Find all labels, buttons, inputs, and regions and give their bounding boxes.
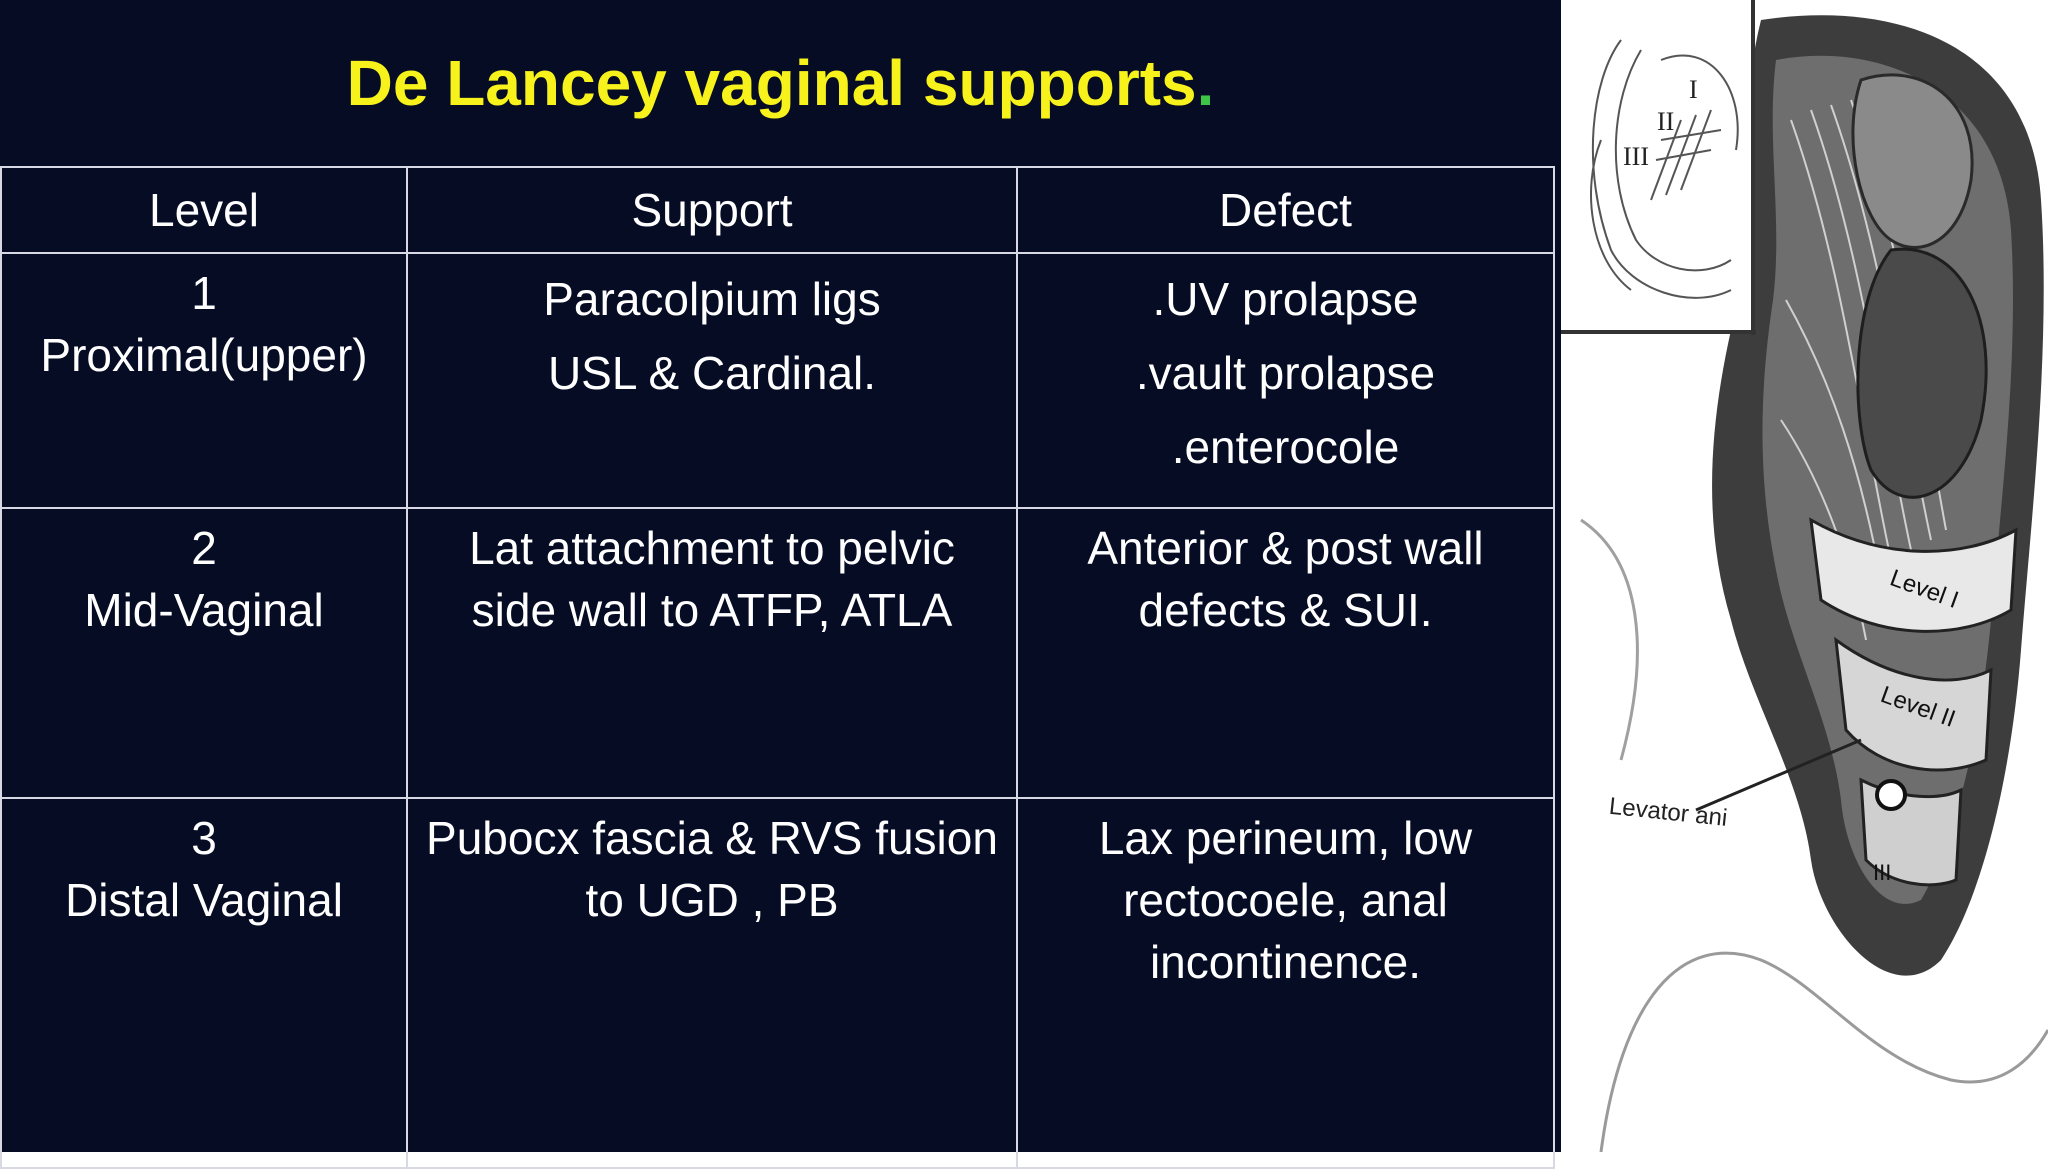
support-cell: Lat attachment to pelvic side wall to AT… (406, 507, 1018, 799)
level-name: Mid-Vaginal (84, 584, 324, 636)
defect-cell: Lax perineum, low rectocoele, anal incon… (1016, 797, 1555, 1169)
support-levels-table: Level Support Defect 1 Proximal(upper) P… (0, 166, 1555, 1169)
support-cell: Paracolpium ligs USL & Cardinal. (406, 252, 1018, 509)
slide-title: De Lancey vaginal supports. (0, 0, 1561, 166)
inset-label-3: III (1623, 142, 1649, 171)
defect-cell: .UV prolapse .vault prolapse .enterocole (1016, 252, 1555, 509)
level-name: Proximal(upper) (40, 329, 368, 381)
inset-panel (1561, 0, 1753, 332)
support-line: side wall to ATFP, ATLA (471, 584, 953, 636)
support-cell: Pubocx fascia & RVS fusion to UGD , PB (406, 797, 1018, 1169)
defect-line: incontinence. (1149, 936, 1422, 988)
table-row: 3 Distal Vaginal Pubocx fascia & RVS fus… (0, 797, 1555, 1169)
support-line: Paracolpium ligs (543, 273, 881, 325)
title-text: De Lancey vaginal supports (346, 47, 1197, 119)
pelvic-support-illustration: Level I Level II III Levator ani III II … (1561, 0, 2048, 1152)
support-line: USL & Cardinal. (547, 347, 877, 399)
header-support: Support (406, 166, 1018, 254)
header-defect: Defect (1016, 166, 1555, 254)
level-cell: 1 Proximal(upper) (0, 252, 408, 509)
inset-label-2: II (1657, 107, 1674, 136)
level-cell: 3 Distal Vaginal (0, 797, 408, 1169)
level-name: Distal Vaginal (65, 874, 343, 926)
title-period: . (1196, 47, 1215, 119)
level-number: 2 (191, 522, 217, 574)
defect-line: .enterocole (1171, 421, 1400, 473)
header-level: Level (0, 166, 408, 254)
slide-panel: De Lancey vaginal supports. Level Suppor… (0, 0, 1561, 1169)
table-header-row: Level Support Defect (0, 166, 1555, 254)
defect-line: rectocoele, anal (1123, 874, 1448, 926)
support-line: Pubocx fascia & RVS fusion (426, 812, 998, 864)
level-number: 3 (191, 812, 217, 864)
defect-cell: Anterior & post wall defects & SUI. (1016, 507, 1555, 799)
level-cell: 2 Mid-Vaginal (0, 507, 408, 799)
defect-line: defects & SUI. (1138, 584, 1433, 636)
label-level-3: III (1873, 860, 1891, 885)
defect-line: Anterior & post wall (1087, 522, 1484, 574)
table-row: 1 Proximal(upper) Paracolpium ligs USL &… (0, 252, 1555, 509)
anatomy-drawing: Level I Level II III Levator ani III II … (1561, 0, 2048, 1152)
table-row: 2 Mid-Vaginal Lat attachment to pelvic s… (0, 507, 1555, 799)
support-line: to UGD , PB (585, 874, 839, 926)
level-number: 1 (191, 267, 217, 319)
support-line: Lat attachment to pelvic (469, 522, 955, 574)
defect-line: .UV prolapse (1152, 273, 1419, 325)
defect-line: Lax perineum, low (1098, 812, 1473, 864)
defect-line: .vault prolapse (1135, 347, 1436, 399)
inset-label-1: I (1689, 75, 1698, 104)
